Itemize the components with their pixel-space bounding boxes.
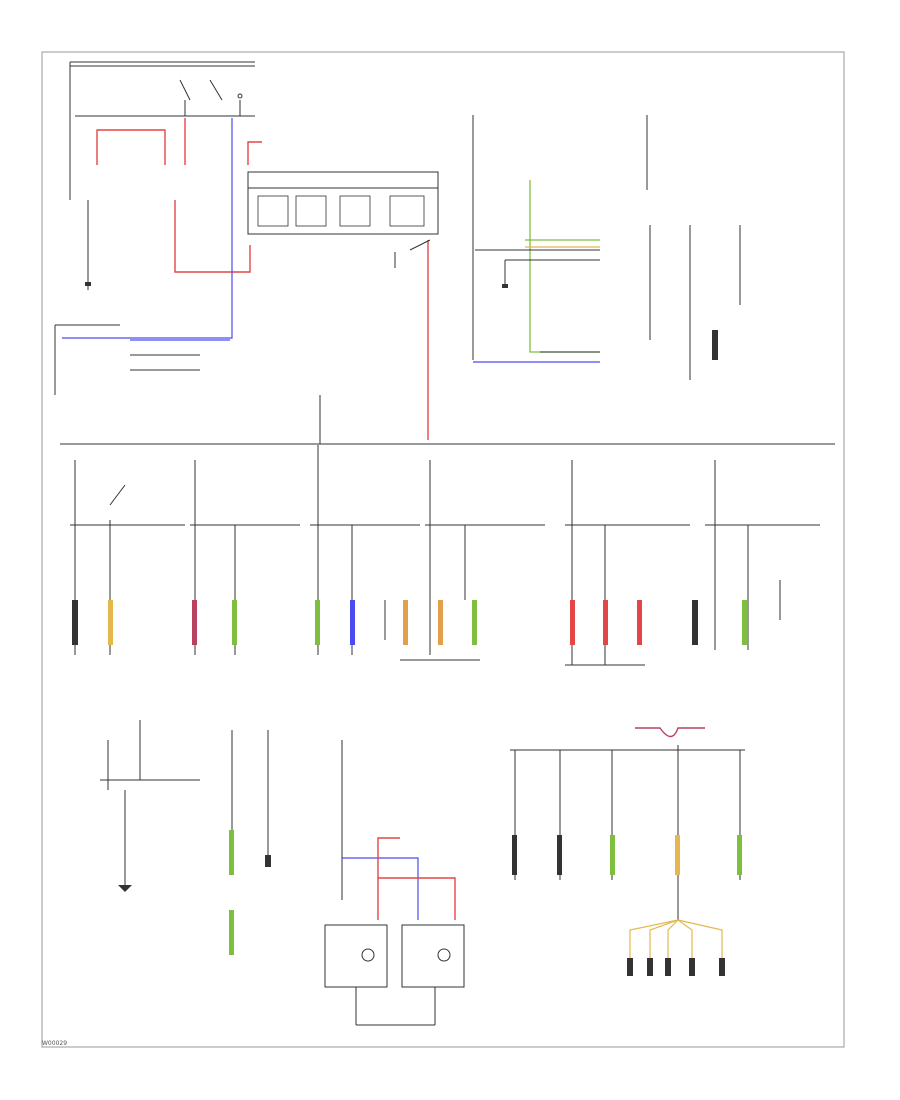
drawing-code: W00029 [42,1040,68,1047]
top-section [54,61,741,440]
bottom-section [100,720,745,1026]
middle-section [70,395,820,666]
diagram-frame [41,51,845,1048]
